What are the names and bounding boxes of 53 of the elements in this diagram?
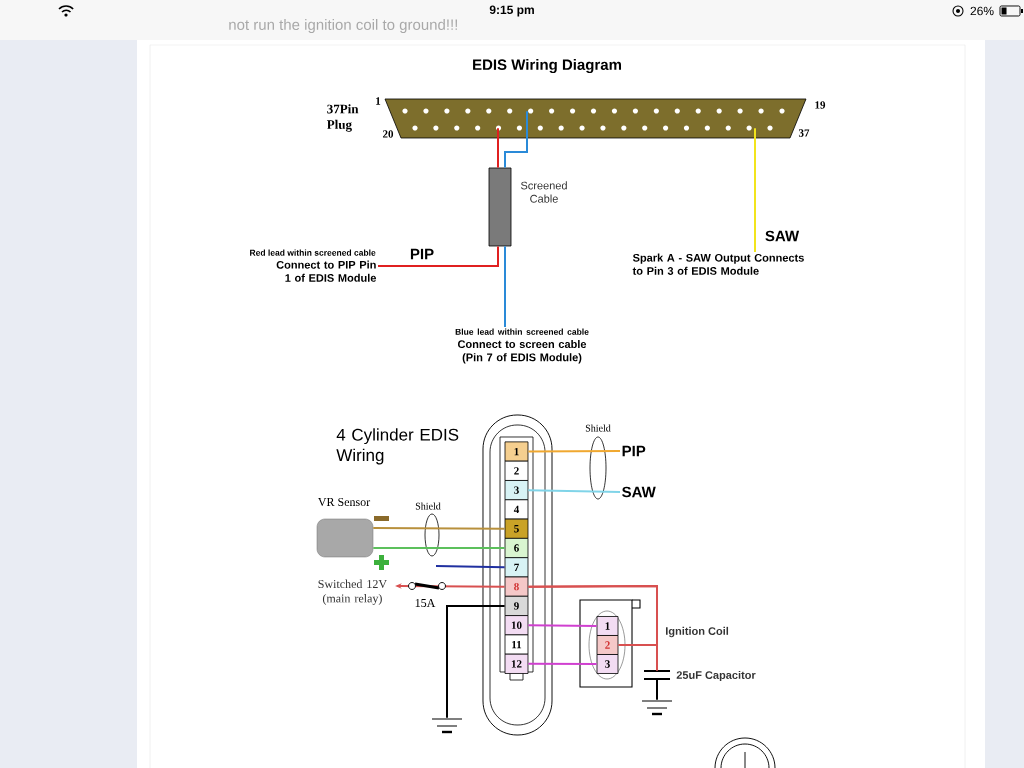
pin-number: 37 bbox=[798, 129, 810, 137]
wire bbox=[656, 678, 658, 701]
wire bbox=[446, 604, 506, 719]
ground-symbol bbox=[431, 718, 463, 734]
pin-number: 20 bbox=[382, 130, 394, 138]
pin-cell: 2 bbox=[504, 460, 529, 481]
note-text: Red lead within screened cable bbox=[250, 249, 376, 256]
wire bbox=[377, 245, 499, 267]
wire bbox=[435, 565, 506, 569]
coil-label: Ignition Coil bbox=[666, 626, 729, 638]
shield-label: Shield bbox=[585, 424, 611, 432]
pin-cell: 10 bbox=[504, 615, 529, 636]
wire bbox=[497, 127, 499, 169]
note-text: Blue lead within screened cable Connect to screen cable (Pin 7 of EDIS Module) bbox=[455, 328, 589, 364]
plug-label: 37Pin Plug bbox=[326, 104, 359, 132]
pin-cell: 6 bbox=[504, 537, 529, 559]
edge-label: 15A bbox=[413, 597, 437, 609]
pin-cell: 8 bbox=[504, 576, 529, 597]
ground-symbol bbox=[641, 700, 673, 716]
title: EDIS Wiring Diagram bbox=[473, 58, 621, 73]
pin-cell: 1 bbox=[504, 441, 529, 462]
wire bbox=[527, 450, 621, 453]
signal-label: PIP bbox=[622, 445, 646, 457]
wire bbox=[527, 489, 621, 493]
pin-cell: 11 bbox=[504, 634, 529, 655]
wire bbox=[504, 245, 506, 328]
pin-number: 19 bbox=[815, 101, 826, 109]
wire bbox=[527, 662, 598, 665]
pin-cell: 3 bbox=[504, 480, 529, 501]
clock-text: 9:15 pm bbox=[489, 5, 534, 17]
capacitor-label: 25uF Capacitor bbox=[676, 670, 756, 682]
cable-label: Screened Cable bbox=[520, 181, 567, 203]
diagram-heading: 4 Cylinder EDIS Wiring bbox=[336, 428, 459, 465]
pin-cell: 7 bbox=[504, 557, 529, 578]
pin-number: 1 bbox=[376, 97, 381, 105]
pin-cell: 5 bbox=[504, 518, 529, 539]
note-text: Spark A - SAW Output Connects to Pin 3 of EDIS Module bbox=[632, 253, 804, 275]
sensor-label: VR Sensor bbox=[317, 497, 371, 507]
shield-label: Shield bbox=[415, 502, 441, 510]
note-text: Connect to PIP Pin 1 of EDIS Module bbox=[276, 260, 377, 282]
wire bbox=[754, 127, 756, 253]
supply-label: Switched 12V (main relay) bbox=[318, 579, 387, 605]
module-connector bbox=[482, 414, 553, 736]
wire bbox=[527, 624, 598, 627]
signal-label: SAW bbox=[622, 486, 656, 498]
battery-text: 26% bbox=[970, 6, 994, 16]
faded-text: not run the ignition coil to ground!!! bbox=[229, 19, 457, 33]
edge-label: SAW bbox=[763, 229, 801, 243]
pin-cell: 9 bbox=[504, 595, 529, 616]
pin-cell: 12 bbox=[504, 653, 529, 674]
wire bbox=[372, 527, 506, 530]
pin-cell: 4 bbox=[504, 499, 529, 520]
wire bbox=[372, 547, 506, 549]
